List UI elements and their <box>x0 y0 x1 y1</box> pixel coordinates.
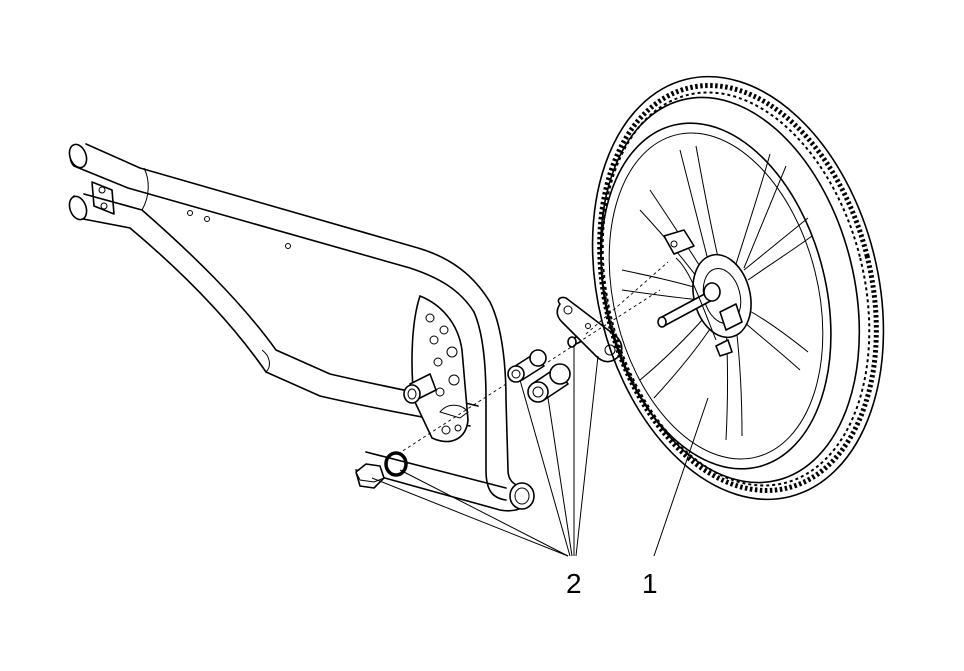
spacer-bushing-small <box>507 349 547 383</box>
callout-part-2: 2 <box>566 568 582 599</box>
leader-lines <box>371 346 709 557</box>
callout-part-1: 1 <box>642 568 658 599</box>
washer <box>384 451 408 477</box>
hex-nut <box>355 463 385 489</box>
spacer-bushing-large <box>527 363 571 403</box>
frame-arm <box>68 143 535 512</box>
wheel <box>591 75 885 501</box>
